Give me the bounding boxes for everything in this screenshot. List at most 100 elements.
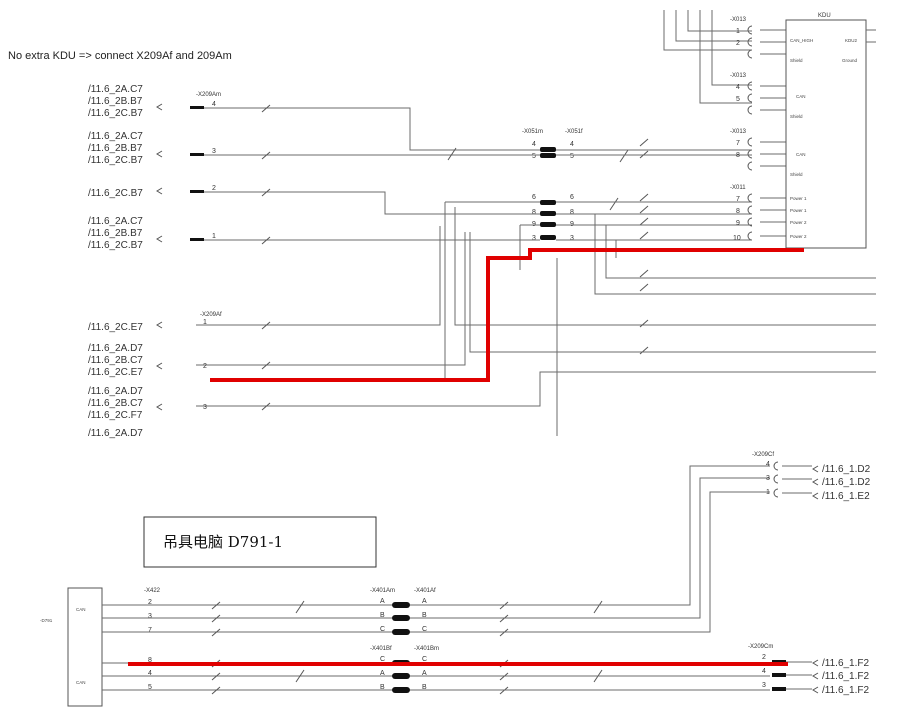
svg-text:CAN: CAN (796, 94, 806, 99)
svg-text:2: 2 (736, 40, 740, 47)
lower-reference-labels: /11.6_1.D2 /11.6_1.D2 /11.6_1.E2 /11.6_1… (822, 464, 871, 696)
pins-x422: 2 3 7 8 4 5 (148, 599, 152, 691)
pins-x209cf: 4 3 1 (766, 461, 770, 496)
svg-text:A: A (380, 598, 385, 605)
connector-label-x013b: -X013 (730, 73, 747, 79)
ref-label: /11.6_1.E2 (822, 491, 870, 502)
svg-text:Ground: Ground (842, 58, 858, 63)
svg-text:4: 4 (766, 461, 770, 468)
svg-text:8: 8 (532, 209, 536, 216)
top-feed-wires (663, 10, 740, 104)
connector-label-x401bf: -X401Bf (370, 646, 392, 652)
connector-label-x013a: -X013 (730, 17, 747, 23)
connector-label-x209af: -X209Af (200, 312, 222, 318)
svg-text:6: 6 (532, 194, 536, 201)
pins-x209cm: 2 4 3 (762, 654, 766, 689)
kdu-right-wires (866, 29, 876, 43)
kdu-note: No extra KDU => connect X209Af and 209Am (8, 50, 232, 62)
svg-text:4: 4 (148, 670, 152, 677)
ref-label: /11.6_2C.B7 (88, 240, 143, 251)
svg-text:Shield: Shield (790, 114, 803, 119)
svg-text:1: 1 (203, 319, 207, 326)
connector-label-x401am: -X401Am (370, 588, 395, 594)
svg-text:5: 5 (736, 96, 740, 103)
kdu-box (785, 19, 867, 249)
ref-label: /11.6_2B.C7 (88, 398, 143, 409)
connector-label-x401af: -X401Af (414, 588, 436, 594)
ref-label: /11.6_2B.C7 (88, 355, 143, 366)
svg-text:4: 4 (736, 84, 740, 91)
svg-text:A: A (380, 670, 385, 677)
svg-text:3: 3 (532, 235, 536, 242)
ref-label: /11.6_2A.D7 (88, 386, 143, 397)
connector-label-x011: -X011 (730, 185, 746, 191)
svg-text:3: 3 (212, 148, 216, 155)
ref-label: /11.6_2C.B7 (88, 108, 143, 119)
right-arrow-marks (812, 465, 819, 694)
connector-x209am (190, 106, 204, 241)
pins-x011: 7 8 9 10 (733, 196, 741, 242)
ref-label: /11.6_2C.B7 (88, 155, 143, 166)
ref-label: /11.6_2C.E7 (88, 367, 143, 378)
x051-to-kdu-wires (469, 149, 876, 436)
ref-label: /11.6_1.F2 (822, 671, 870, 682)
ref-label: /11.6_2A.C7 (88, 216, 143, 227)
svg-text:5: 5 (148, 684, 152, 691)
svg-text:Power 1: Power 1 (790, 196, 807, 201)
ref-label: /11.6_2A.C7 (88, 84, 143, 95)
ref-label: /11.6_1.D2 (822, 477, 871, 488)
ref-label: /11.6_2A.D7 (88, 343, 143, 354)
svg-text:A: A (422, 670, 427, 677)
svg-text:10: 10 (733, 235, 741, 242)
connector-label-x209cf: -X209Cf (752, 452, 774, 458)
svg-text:Shield: Shield (790, 58, 803, 63)
svg-text:9: 9 (736, 220, 740, 227)
connector-x401 (392, 602, 410, 693)
kdu-title: KDU (818, 13, 831, 19)
ref-label: /11.6_1.F2 (822, 685, 870, 696)
svg-text:1: 1 (736, 28, 740, 35)
left-arrow-marks (156, 103, 163, 411)
d791-label: -D791 (40, 618, 53, 623)
svg-text:3: 3 (148, 613, 152, 620)
svg-text:B: B (380, 612, 385, 619)
highlight-path-upper (210, 248, 804, 382)
connector-label-x051f: -X051f (565, 129, 583, 135)
svg-text:4: 4 (212, 101, 216, 108)
svg-text:7: 7 (736, 196, 740, 203)
connector-x051 (540, 147, 556, 240)
callout-text: 吊具电脑 D791-1 (163, 533, 283, 551)
x209cf-terminal-arcs (773, 461, 779, 498)
x401-to-right-wires (410, 465, 770, 691)
svg-text:Power 1: Power 1 (790, 208, 807, 213)
ref-label: /11.6_2B.B7 (88, 143, 143, 154)
svg-text:Shield: Shield (790, 172, 803, 177)
connector-label-x051m: -X051m (522, 129, 543, 135)
x422-wires (102, 604, 392, 691)
svg-text:2: 2 (762, 654, 766, 661)
svg-text:7: 7 (736, 140, 740, 147)
pins-x209am: 4 3 2 1 (212, 101, 216, 240)
svg-text:C: C (380, 626, 385, 633)
svg-text:C: C (380, 656, 385, 663)
svg-text:1: 1 (766, 489, 770, 496)
svg-text:CAN_HIGH: CAN_HIGH (790, 38, 813, 43)
connector-label-x209am: -X209Am (196, 92, 221, 98)
x013-to-kdu-wires (740, 29, 786, 241)
svg-text:4: 4 (570, 141, 574, 148)
ref-label: /11.6_2A.C7 (88, 131, 143, 142)
svg-text:2: 2 (203, 363, 207, 370)
svg-text:B: B (422, 684, 427, 691)
ref-label: /11.6_2C.E7 (88, 322, 143, 333)
svg-text:Power 2: Power 2 (790, 234, 807, 239)
svg-text:3: 3 (203, 404, 207, 411)
svg-text:1: 1 (212, 233, 216, 240)
svg-text:Power 2: Power 2 (790, 220, 807, 225)
svg-text:5: 5 (532, 153, 536, 160)
svg-text:3: 3 (762, 682, 766, 689)
upper-reference-labels: /11.6_2A.C7 /11.6_2B.B7 /11.6_2C.B7 /11.… (88, 84, 143, 439)
d791-can2: CAN (76, 680, 86, 685)
svg-text:2: 2 (212, 185, 216, 192)
svg-text:8: 8 (736, 152, 740, 159)
